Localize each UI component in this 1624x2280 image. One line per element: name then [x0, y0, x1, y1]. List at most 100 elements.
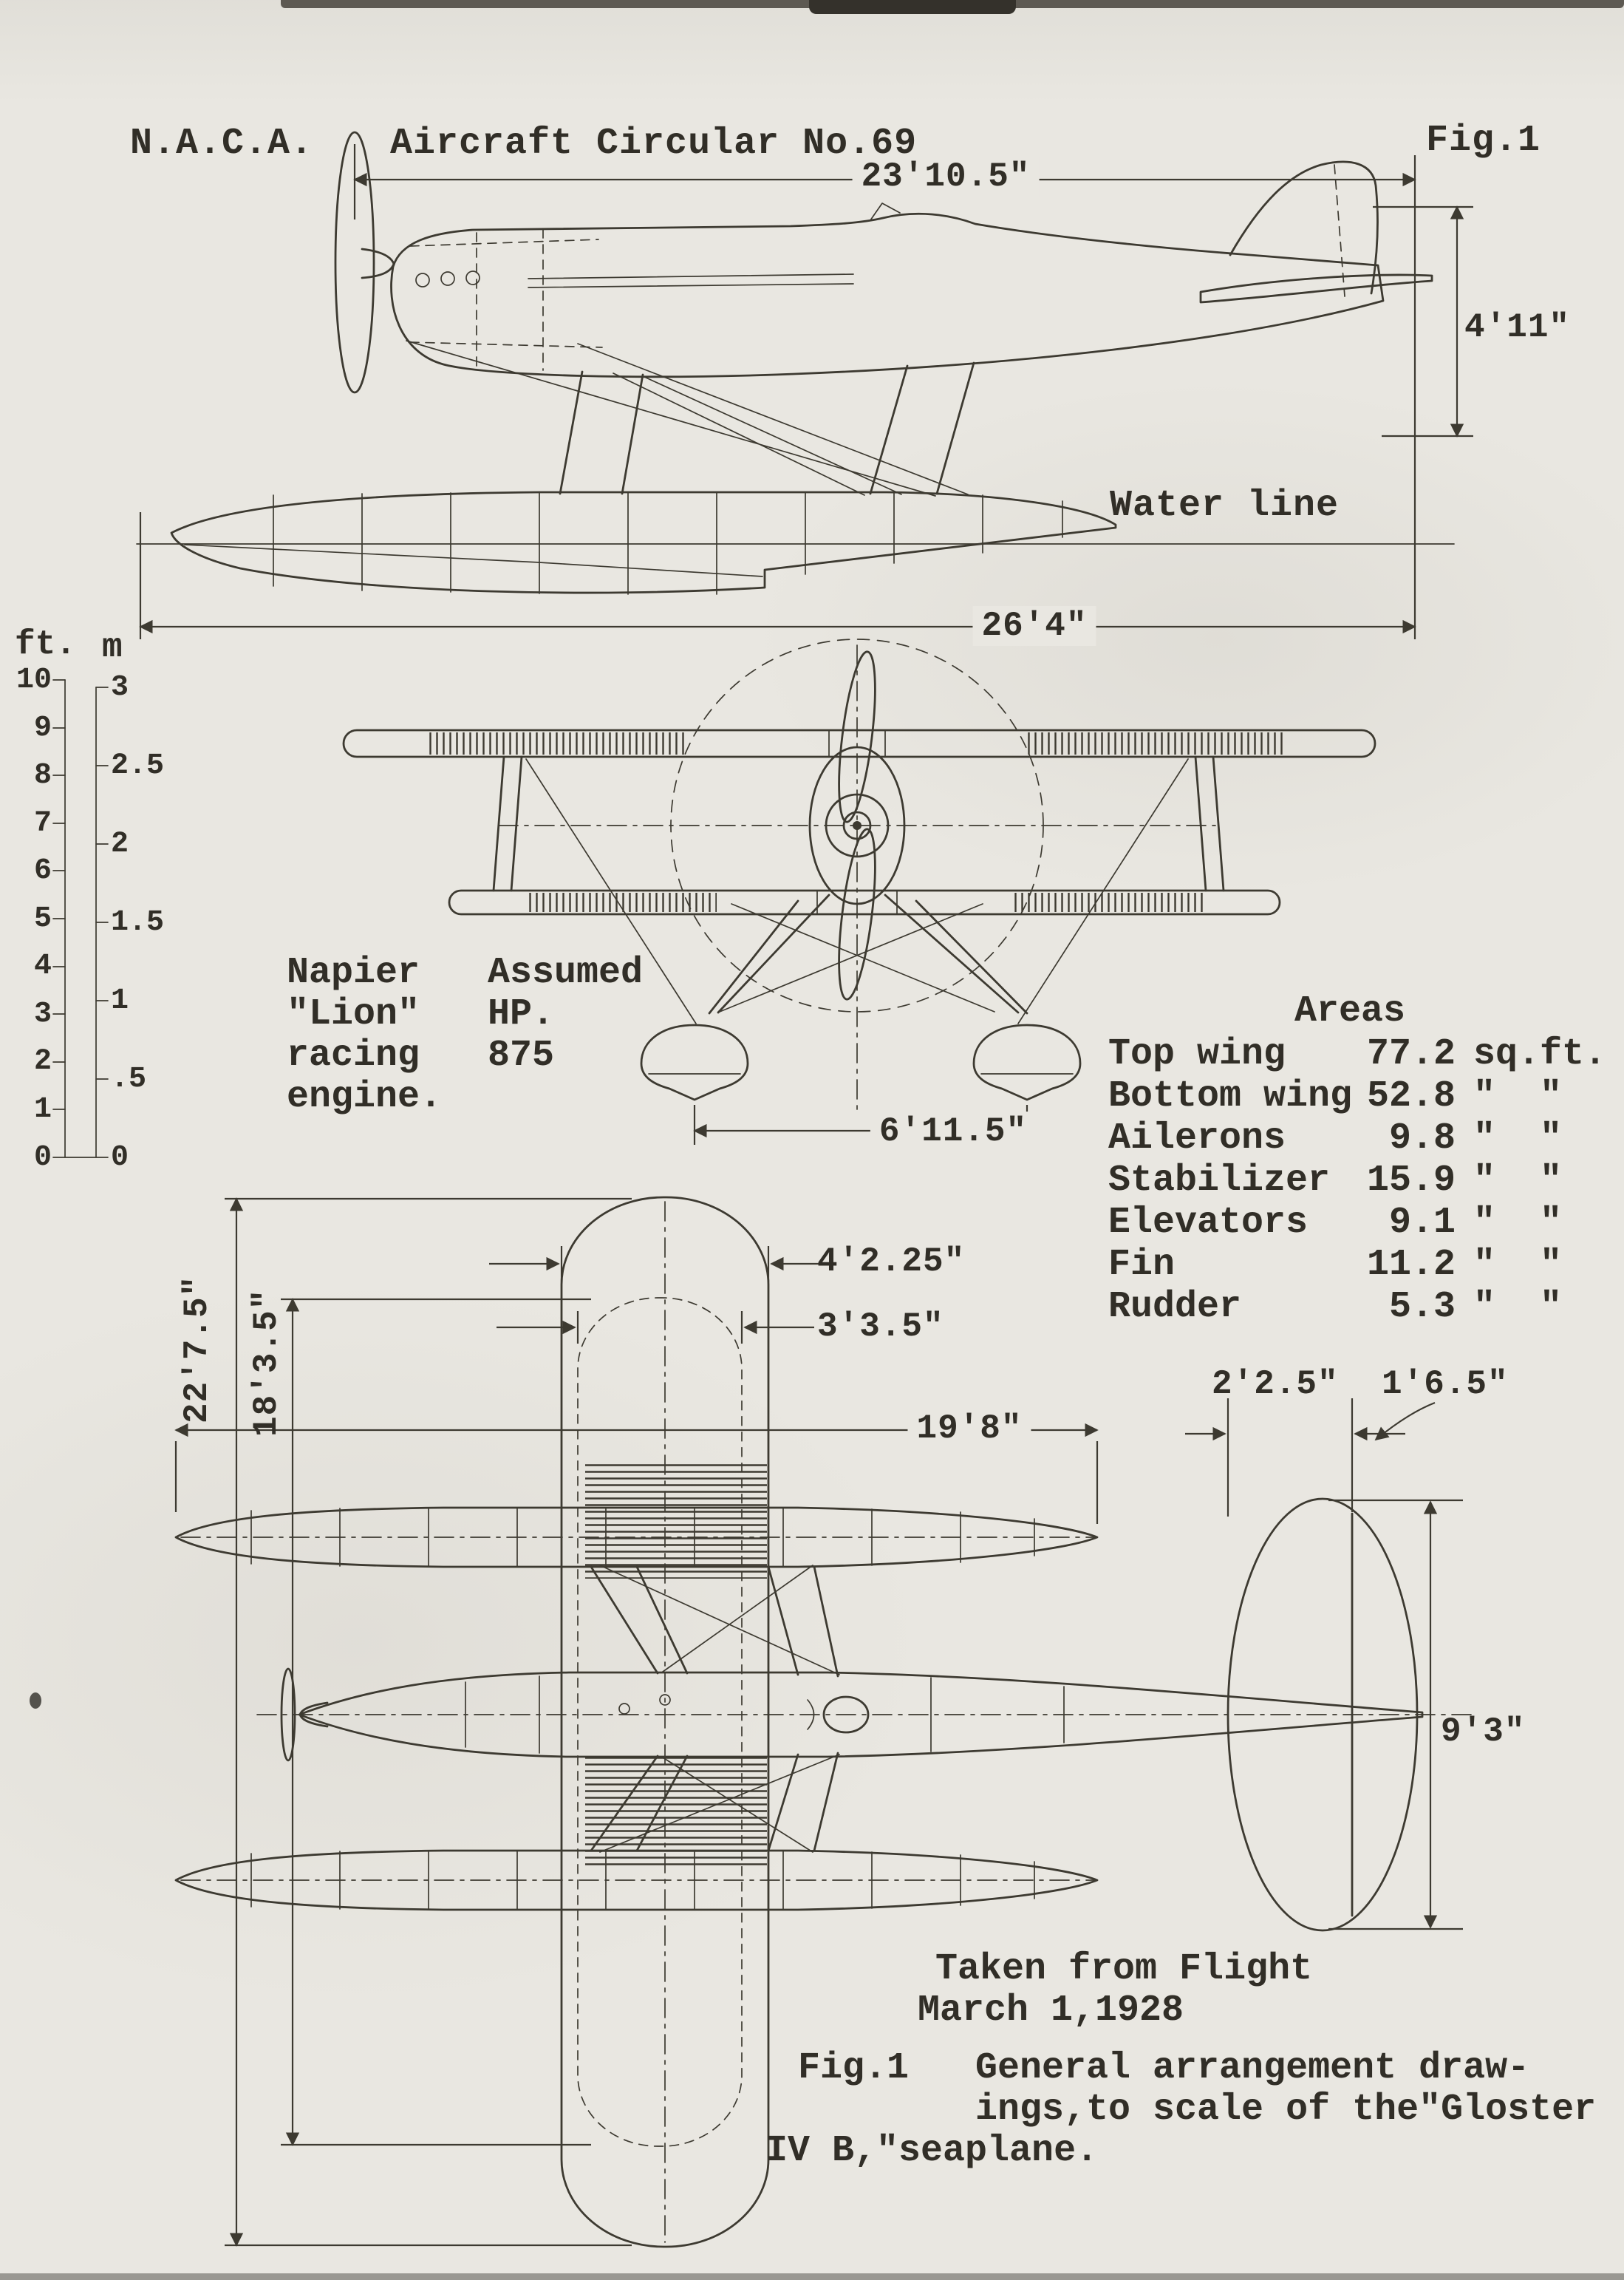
scale-ft-tick: 10	[16, 664, 52, 697]
dim-float-spacing-label: 6'11.5"	[870, 1112, 1037, 1151]
area-label: Top wing	[1108, 1033, 1286, 1075]
dim-top-chord-label: 4'2.25"	[817, 1242, 966, 1281]
area-unit: " "	[1473, 1160, 1563, 1202]
area-label: Fin	[1108, 1244, 1176, 1286]
propeller-side	[334, 131, 395, 394]
areas-row: Stabilizer 15.9 " "	[1108, 1160, 1624, 1202]
fuselage-front	[808, 746, 906, 905]
waterline-label: Water line	[1110, 485, 1340, 527]
dim-float-length-label: 19'8"	[907, 1409, 1031, 1449]
dim-overall-length-label: 23'10.5"	[852, 157, 1040, 197]
engine-hp-line: 875	[488, 1035, 555, 1077]
scan-artifact-top-edge	[281, 0, 1624, 8]
propeller-disc	[670, 639, 1044, 1013]
source-caption-line2: March 1,1928	[918, 1990, 1184, 2032]
area-value: 11.2	[1366, 1244, 1456, 1286]
tailplane-plan	[1226, 1497, 1419, 1932]
fuselage-plan	[256, 1667, 1478, 1762]
area-value: 5.3	[1388, 1286, 1456, 1328]
side-view-drawing	[136, 131, 1473, 639]
scale-ft-tick: 7	[33, 807, 52, 840]
areas-row: Ailerons 9.8 " "	[1108, 1117, 1624, 1160]
propeller-blades-front	[838, 650, 876, 1001]
scale-ft-tick: 4	[33, 950, 52, 983]
figure-caption-label: Fig.1	[798, 2047, 910, 2089]
scale-m-label: m	[102, 628, 123, 667]
plan-misc-dimensions	[174, 1398, 1463, 1930]
areas-row: Elevators 9.1 " "	[1108, 1202, 1624, 1244]
dim-length-with-floats-label: 26'4"	[972, 606, 1096, 646]
areas-row: Top wing 77.2 sq.ft.	[1108, 1033, 1624, 1075]
dim-top-span-label: 22'7.5"	[178, 1275, 216, 1423]
fuselage-side	[390, 203, 1385, 378]
area-unit: sq.ft.	[1473, 1033, 1607, 1075]
area-label: Elevators	[1108, 1202, 1309, 1244]
scan-artifact-left-dot	[30, 1692, 41, 1709]
scale-m-tick: 1	[111, 984, 129, 1018]
plan-span-dimensions	[225, 1197, 632, 2247]
figure-caption-line1: General arrangement draw-	[975, 2047, 1530, 2089]
org-label: N.A.C.A.	[130, 123, 314, 165]
wing-plan	[560, 1196, 770, 2248]
area-value: 15.9	[1366, 1160, 1456, 1202]
page-title: Aircraft Circular No.69	[390, 123, 918, 165]
areas-row: Rudder 5.3 " "	[1108, 1286, 1624, 1328]
area-label: Stabilizer	[1108, 1160, 1331, 1202]
floats-front	[640, 1024, 1082, 1101]
area-unit: " "	[1473, 1202, 1563, 1244]
scale-ft-label: ft.	[15, 625, 76, 664]
areas-table: Areas Top wing 77.2 sq.ft. Bottom wing 5…	[1108, 990, 1624, 1328]
scale-ft-tick: 0	[33, 1141, 52, 1174]
engine-note-line: "Lion"	[287, 993, 420, 1035]
area-value: 9.1	[1388, 1202, 1456, 1244]
fig-number-label: Fig.1	[1426, 120, 1541, 162]
scale-m-tick: 3	[111, 671, 129, 704]
areas-title: Areas	[1294, 990, 1406, 1032]
area-unit: " "	[1473, 1117, 1563, 1160]
centerlines-front	[498, 644, 1216, 1117]
area-value: 9.8	[1388, 1117, 1456, 1160]
dim-bottom-chord-label: 3'3.5"	[817, 1307, 944, 1346]
scale-ft-tick: 8	[33, 759, 52, 792]
engine-note-line: engine.	[287, 1076, 443, 1118]
float-struts-side	[406, 340, 975, 497]
area-value: 52.8	[1366, 1075, 1456, 1117]
figure-caption-line3: IV B,"seaplane.	[765, 2130, 1099, 2172]
dim-elevator-chord-label: 1'6.5"	[1382, 1365, 1509, 1403]
area-value: 77.2	[1366, 1033, 1456, 1075]
front-view-drawing	[342, 639, 1376, 1145]
engine-hp-line: Assumed	[488, 952, 644, 994]
scale-ft-tick: 1	[33, 1093, 52, 1126]
dim-tail-span-label: 9'3"	[1441, 1712, 1526, 1751]
scale-ft-tick: 6	[33, 854, 52, 888]
scale-ft-tick: 3	[33, 998, 52, 1031]
dim-bottom-span-label: 18'3.5"	[248, 1288, 286, 1437]
area-unit: " "	[1473, 1286, 1563, 1328]
areas-row: Fin 11.2 " "	[1108, 1244, 1624, 1286]
spinner-front	[825, 793, 890, 858]
scale-ft-tick: 5	[33, 902, 52, 936]
engine-note-line: racing	[287, 1035, 420, 1077]
dim-tail-chord-label: 2'2.5"	[1212, 1365, 1339, 1403]
scale-m-tick: 2	[111, 828, 129, 861]
plan-chord-dimensions	[489, 1246, 820, 1344]
area-unit: " "	[1473, 1075, 1563, 1117]
bottom-wing-front	[448, 889, 1281, 916]
scan-artifact-top-blob	[809, 0, 1016, 14]
scale-bar-ticks	[52, 679, 109, 1158]
struts-front	[492, 755, 1225, 1024]
engine-note-line: Napier	[287, 952, 420, 994]
scale-m-tick: .5	[111, 1063, 147, 1096]
area-label: Rudder	[1108, 1286, 1242, 1328]
scale-ft-tick: 9	[33, 712, 52, 745]
figure-caption-line2: ings,to scale of the"Gloster	[975, 2089, 1597, 2131]
float-side	[170, 491, 1117, 595]
scale-m-tick: 2.5	[111, 749, 165, 783]
tail-side	[1199, 160, 1433, 304]
dim-height-label: 4'11"	[1464, 308, 1571, 347]
scale-bar: ft. m 10 9 8 7 6 5 4 3 2 1 0 3 2.5 2 1.5…	[13, 625, 165, 1202]
area-label: Bottom wing	[1108, 1075, 1353, 1117]
float-struts-plan	[590, 1565, 840, 1853]
side-dimension-lines	[139, 144, 1473, 639]
top-wing-front	[342, 729, 1376, 758]
